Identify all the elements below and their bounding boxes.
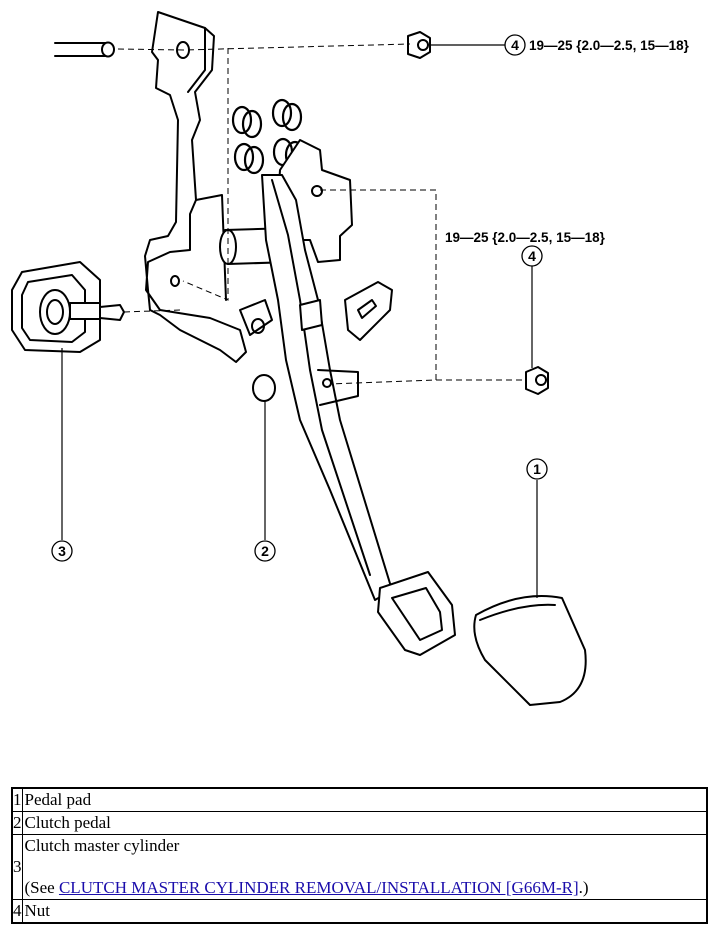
- callout-4-top: 4: [511, 37, 519, 53]
- callout-circle-4-top: [504, 34, 526, 56]
- bracket-inner-edge: [187, 27, 227, 301]
- nut-mid: [525, 366, 549, 395]
- pedal-bracket: [144, 11, 247, 363]
- row-number: 1: [11, 787, 23, 812]
- note-suffix: .): [578, 878, 589, 897]
- master-cylinder-clevis: [99, 304, 125, 321]
- part-cell: Clutch master cylinder (See CLUTCH MASTE…: [21, 834, 708, 900]
- pedal-pad: [473, 595, 587, 706]
- pedal-pad-plate: [377, 571, 456, 656]
- master-cylinder-body: [39, 289, 71, 335]
- table-row: 3 Clutch master cylinder (See CLUTCH MAS…: [11, 834, 708, 900]
- part-name: Pedal pad: [21, 787, 708, 812]
- reference-note: (See CLUTCH MASTER CYLINDER REMOVAL/INST…: [25, 877, 705, 899]
- callout-circle-1: [526, 458, 548, 480]
- pedal-arm-inner-edge: [271, 179, 371, 576]
- callout-3: 3: [58, 543, 66, 559]
- pedal-bushing: [252, 374, 276, 402]
- torque-spec-mid: 19—25 {2.0—2.5, 15—18}: [445, 230, 606, 245]
- callout-1: 1: [533, 461, 541, 477]
- guide-line-bracket: [182, 48, 229, 301]
- nut-top: [407, 31, 431, 59]
- guide-line-top: [117, 43, 411, 51]
- callout-circle-3: [51, 540, 73, 562]
- row-number: 3: [11, 834, 23, 900]
- lower-hole: [322, 378, 332, 388]
- table-row: 4 Nut: [11, 899, 708, 924]
- callout-circle-2: [254, 540, 276, 562]
- torque-spec-top: 19—25 {2.0—2.5, 15—18}: [529, 38, 690, 53]
- bracket-hole-mid: [170, 275, 180, 287]
- pedal-stopper-bracket: [344, 281, 393, 341]
- pushrod-shaft: [54, 42, 109, 57]
- row-number: 2: [11, 811, 23, 835]
- linkage-hole: [311, 185, 323, 197]
- table-row: 2 Clutch pedal: [11, 811, 708, 835]
- parts-legend-table: 1 Pedal pad 2 Clutch pedal 3 Clutch mast…: [11, 787, 708, 924]
- callout-2: 2: [261, 543, 269, 559]
- part-name: Clutch master cylinder: [24, 836, 180, 855]
- pushrod-end: [101, 41, 115, 58]
- part-name: Nut: [21, 899, 708, 924]
- note-prefix: (See: [24, 878, 59, 897]
- row-number: 4: [11, 899, 23, 924]
- guide-line-right: [320, 189, 437, 385]
- pedal-assembly-diagram: 4 4 1 2 3 19—25 {2.0—2.5, 15—18} 19—25 {…: [11, 11, 690, 706]
- part-name: Clutch pedal: [21, 811, 708, 835]
- callout-4-mid: 4: [528, 248, 536, 264]
- lower-bracket: [317, 369, 359, 406]
- table-row: 1 Pedal pad: [11, 787, 708, 812]
- master-cylinder-procedure-link[interactable]: CLUTCH MASTER CYLINDER REMOVAL/INSTALLAT…: [58, 878, 579, 897]
- callout-circle-4-mid: [521, 245, 543, 267]
